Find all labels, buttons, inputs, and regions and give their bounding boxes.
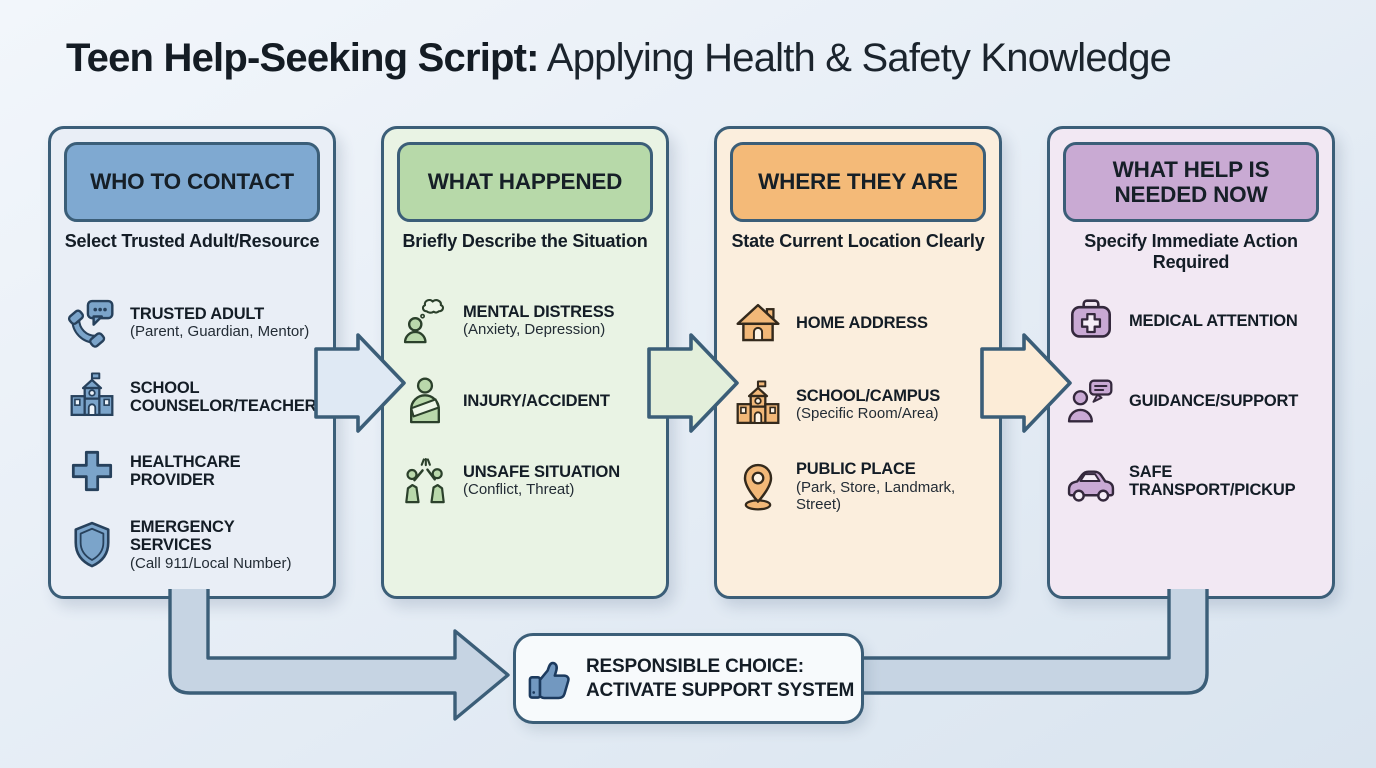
item-title: SCHOOL COUNSELOR/TEACHER	[130, 378, 317, 415]
panel-header-what-happened: WHAT HAPPENED	[397, 142, 653, 222]
list-item-medical-attention: MEDICAL ATTENTION	[1062, 281, 1326, 361]
list-item-injury-accident: INJURY/ACCIDENT	[396, 361, 660, 441]
item-text: HEALTHCARE PROVIDER	[130, 453, 310, 490]
panel-items: MEDICAL ATTENTION GUIDANCE/SUPPORT	[1062, 281, 1326, 521]
school-campus-icon	[729, 379, 787, 431]
item-title: UNSAFE SITUATION	[463, 462, 620, 481]
thumbs-up-icon	[516, 652, 586, 706]
list-item-mental-distress: MENTAL DISTRESS (Anxiety, Depression)	[396, 281, 660, 361]
item-title: PUBLIC PLACE	[796, 460, 916, 479]
item-title: HOME ADDRESS	[796, 313, 928, 332]
item-text: PUBLIC PLACE (Park, Store, Landmark, Str…	[796, 460, 976, 513]
first-aid-kit-icon	[1062, 295, 1120, 347]
item-text: UNSAFE SITUATION (Conflict, Threat)	[463, 463, 643, 499]
people-conflict-icon	[396, 455, 454, 507]
connector-left-pipe	[168, 589, 510, 721]
panel-items: MENTAL DISTRESS (Anxiety, Depression) IN…	[396, 281, 660, 521]
item-title: HEALTHCARE PROVIDER	[130, 452, 241, 489]
item-text: TRUSTED ADULT (Parent, Guardian, Mentor)	[130, 305, 310, 341]
item-text: SCHOOL COUNSELOR/TEACHER	[130, 378, 317, 416]
list-item-home-address: HOME ADDRESS	[729, 282, 993, 364]
flow-arrow-1-icon	[314, 333, 406, 433]
item-text: EMERGENCY SERVICES (Call 911/Local Numbe…	[130, 518, 310, 573]
responsible-choice-bar: RESPONSIBLE CHOICE: ACTIVATE SUPPORT SYS…	[513, 633, 864, 724]
panel-header-what-help-needed: WHAT HELP IS NEEDED NOW	[1063, 142, 1319, 222]
page-title: Teen Help-Seeking Script: Applying Healt…	[66, 36, 1326, 81]
item-title: MENTAL DISTRESS	[463, 302, 615, 321]
list-item-trusted-adult: TRUSTED ADULT (Parent, Guardian, Mentor)	[63, 286, 327, 360]
panel-subtitle-who-to-contact: Select Trusted Adult/Resource	[64, 231, 320, 251]
list-item-safe-transport: SAFE TRANSPORT/PICKUP	[1062, 441, 1326, 521]
panel-what-help-needed: WHAT HELP IS NEEDED NOW Specify Immediat…	[1047, 126, 1335, 599]
panel-where-they-are: WHERE THEY ARE State Current Location Cl…	[714, 126, 1002, 599]
responsible-choice-line1: RESPONSIBLE CHOICE:	[586, 656, 804, 678]
panel-subtitle-where-they-are: State Current Location Clearly	[731, 231, 985, 251]
item-title: MEDICAL ATTENTION	[1129, 311, 1298, 330]
school-building-icon	[63, 371, 121, 423]
panel-items: TRUSTED ADULT (Parent, Guardian, Mentor)	[63, 286, 327, 582]
item-title: EMERGENCY SERVICES	[130, 517, 235, 555]
flow-arrow-3-icon	[980, 333, 1072, 433]
item-title: GUIDANCE/SUPPORT	[1129, 391, 1299, 410]
map-pin-icon	[729, 461, 787, 513]
item-text: MEDICAL ATTENTION	[1129, 312, 1309, 330]
panel-what-happened: WHAT HAPPENED Briefly Describe the Situa…	[381, 126, 669, 599]
connector-right-pipe	[856, 589, 1209, 695]
list-item-guidance-support: GUIDANCE/SUPPORT	[1062, 361, 1326, 441]
item-detail: (Anxiety, Depression)	[463, 321, 606, 339]
panel-items: HOME ADDRESS	[729, 282, 993, 528]
item-title: INJURY/ACCIDENT	[463, 391, 610, 410]
phone-chat-icon	[63, 297, 121, 349]
person-sling-icon	[396, 375, 454, 427]
list-item-school-campus: SCHOOL/CAMPUS (Specific Room/Area)	[729, 364, 993, 446]
item-text: SAFE TRANSPORT/PICKUP	[1129, 463, 1309, 500]
list-item-public-place: PUBLIC PLACE (Park, Store, Landmark, Str…	[729, 446, 993, 528]
item-detail: (Park, Store, Landmark, Street)	[796, 478, 956, 513]
list-item-emergency-services: EMERGENCY SERVICES (Call 911/Local Numbe…	[63, 508, 327, 582]
item-text: INJURY/ACCIDENT	[463, 392, 643, 410]
list-item-healthcare-provider: HEALTHCARE PROVIDER	[63, 434, 327, 508]
car-icon	[1062, 455, 1120, 507]
panel-header-where-they-are: WHERE THEY ARE	[730, 142, 986, 222]
panel-header-who-to-contact: WHO TO CONTACT	[64, 142, 320, 222]
item-text: HOME ADDRESS	[796, 314, 976, 332]
item-text: SCHOOL/CAMPUS (Specific Room/Area)	[796, 387, 976, 423]
list-item-unsafe-situation: UNSAFE SITUATION (Conflict, Threat)	[396, 441, 660, 521]
house-icon	[729, 297, 787, 349]
item-title: SCHOOL/CAMPUS	[796, 386, 941, 405]
page-title-lead: Teen Help-Seeking Script:	[66, 36, 540, 80]
item-detail: (Parent, Guardian, Mentor)	[130, 323, 310, 341]
item-text: GUIDANCE/SUPPORT	[1129, 392, 1309, 410]
item-title: SAFE TRANSPORT/PICKUP	[1129, 462, 1296, 499]
responsible-choice-line2: ACTIVATE SUPPORT SYSTEM	[586, 679, 855, 701]
item-text: MENTAL DISTRESS (Anxiety, Depression)	[463, 303, 643, 339]
page-title-rest: Applying Health & Safety Knowledge	[538, 36, 1172, 80]
item-detail: (Call 911/Local Number)	[130, 554, 292, 572]
responsible-choice-text: RESPONSIBLE CHOICE: ACTIVATE SUPPORT SYS…	[586, 655, 854, 701]
shield-icon	[63, 519, 121, 571]
item-title: TRUSTED ADULT	[130, 304, 264, 323]
panel-subtitle-what-happened: Briefly Describe the Situation	[402, 231, 648, 251]
medical-cross-icon	[63, 445, 121, 497]
person-thought-icon	[396, 295, 454, 347]
list-item-school-counselor: SCHOOL COUNSELOR/TEACHER	[63, 360, 327, 434]
panel-subtitle-what-help-needed: Specify Immediate Action Required	[1084, 231, 1298, 273]
panel-who-to-contact: WHO TO CONTACT Select Trusted Adult/Reso…	[48, 126, 336, 599]
person-chat-icon	[1062, 375, 1120, 427]
flow-arrow-2-icon	[647, 333, 739, 433]
item-detail: (Conflict, Threat)	[463, 481, 575, 499]
item-detail: (Specific Room/Area)	[796, 405, 939, 423]
